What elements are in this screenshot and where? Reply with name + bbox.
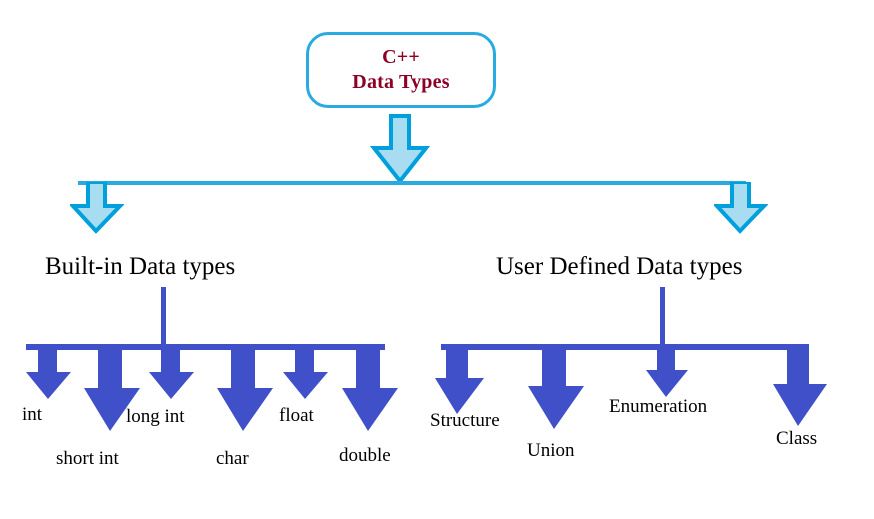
root-title-line-2: Data Types (352, 71, 450, 93)
user-defined-stem (660, 287, 665, 345)
arrow-short-int-icon (84, 344, 140, 431)
right-branch-arrow-icon (714, 182, 768, 234)
leaf-label-char: char (216, 448, 249, 469)
leaf-label-short-int: short int (56, 448, 119, 469)
built-in-split-bar (26, 344, 385, 350)
top-split-bar (78, 181, 746, 185)
branch-title-user-defined: User Defined Data types (496, 253, 743, 280)
branch-title-built-in: Built-in Data types (45, 253, 236, 280)
arrow-structure-icon (435, 344, 484, 414)
root-title-line-1: C++ (382, 46, 420, 68)
leaf-label-int: int (22, 404, 43, 425)
arrow-char-icon (217, 344, 273, 431)
left-branch-arrow-icon (70, 182, 124, 234)
leaf-label-union: Union (527, 440, 575, 461)
arrow-float-icon (283, 344, 328, 399)
arrow-long-int-icon (149, 344, 194, 399)
arrow-int-icon (26, 344, 71, 399)
arrow-class-icon (773, 344, 827, 426)
root-node-cpp-data-types: C++ Data Types (306, 32, 496, 108)
arrow-double-icon (342, 344, 398, 431)
leaf-label-long-int: long int (126, 406, 185, 427)
leaf-label-enumeration: Enumeration (609, 396, 708, 417)
leaf-label-structure: Structure (430, 410, 500, 431)
arrow-enumeration-icon (646, 344, 688, 397)
root-down-arrow-icon (369, 114, 431, 185)
arrow-union-icon (528, 344, 584, 429)
leaf-label-class: Class (776, 428, 818, 449)
leaf-label-float: float (279, 405, 314, 426)
user-defined-split-bar (441, 344, 808, 350)
built-in-stem (161, 287, 166, 345)
leaf-label-double: double (339, 445, 391, 466)
